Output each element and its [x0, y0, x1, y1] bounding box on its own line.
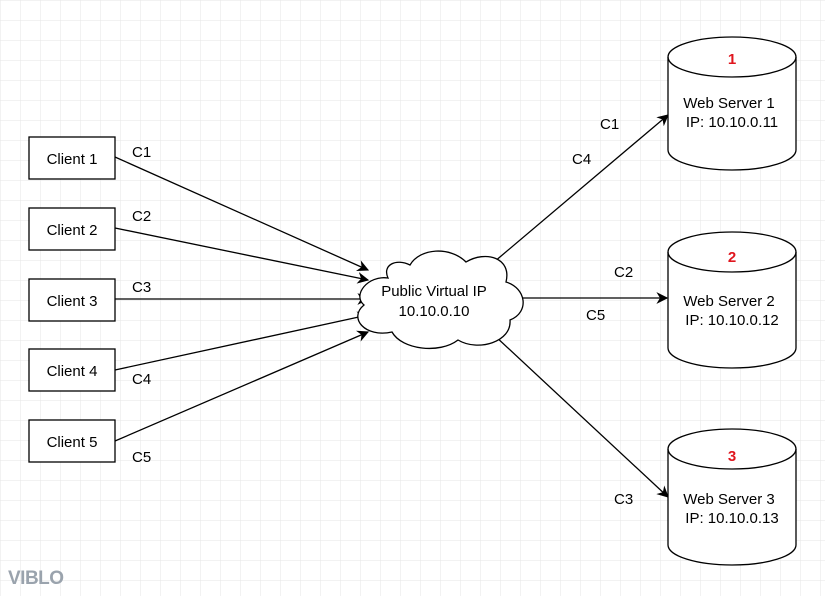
- vip-address: 10.10.0.10: [399, 303, 470, 320]
- server-name: Web Server 2: [683, 293, 774, 310]
- server-ip: IP: 10.10.0.12: [685, 312, 778, 329]
- client-node-1[interactable]: Client 1: [28, 136, 116, 180]
- web-server-node-1[interactable]: 1 Web Server 1 IP: 10.10.0.11: [667, 36, 797, 171]
- edge-label-server1-b: C4: [572, 151, 591, 168]
- client-label: Client 5: [47, 434, 98, 451]
- client-node-3[interactable]: Client 3: [28, 278, 116, 322]
- edge-client4-vip: [114, 311, 370, 371]
- server-name: Web Server 1: [683, 95, 774, 112]
- edge-label-server1-a: C1: [600, 116, 619, 133]
- client-node-2[interactable]: Client 2: [28, 207, 116, 251]
- edge-client1-vip: [114, 156, 370, 272]
- edge-label-client4: C4: [132, 371, 151, 388]
- edge-client5-vip: [114, 330, 370, 442]
- vip-title: Public Virtual IP: [381, 283, 487, 300]
- edge-label-server3-a: C3: [614, 491, 633, 508]
- vip-cloud-node[interactable]: Public Virtual IP 10.10.0.10: [357, 250, 524, 350]
- client-node-4[interactable]: Client 4: [28, 348, 116, 392]
- client-label: Client 1: [47, 151, 98, 168]
- client-edges: [114, 156, 370, 442]
- web-server-node-3[interactable]: 3 Web Server 3 IP: 10.10.0.13: [667, 428, 797, 566]
- viblo-watermark-logo: VIBLO: [8, 568, 64, 589]
- edge-label-client1: C1: [132, 144, 151, 161]
- edge-label-server2-b: C5: [586, 307, 605, 324]
- edge-label-client3: C3: [132, 279, 151, 296]
- client-node-5[interactable]: Client 5: [28, 419, 116, 463]
- edge-label-client2: C2: [132, 208, 151, 225]
- server-ip: IP: 10.10.0.11: [686, 114, 778, 131]
- client-label: Client 4: [47, 363, 98, 380]
- server-number: 3: [728, 448, 736, 465]
- web-server-node-2[interactable]: 2 Web Server 2 IP: 10.10.0.12: [667, 231, 797, 369]
- server-ip: IP: 10.10.0.13: [685, 510, 778, 527]
- server-number: 2: [728, 249, 736, 266]
- edge-vip-server3: [493, 334, 669, 498]
- client-label: Client 3: [47, 293, 98, 310]
- edge-label-client5: C5: [132, 449, 151, 466]
- server-number: 1: [728, 51, 736, 68]
- edge-vip-server1: [493, 114, 669, 263]
- edge-client2-vip: [114, 227, 370, 284]
- server-name: Web Server 3: [683, 491, 774, 508]
- client-label: Client 2: [47, 222, 98, 239]
- edge-label-server2-a: C2: [614, 264, 633, 281]
- server-edges: [493, 114, 669, 498]
